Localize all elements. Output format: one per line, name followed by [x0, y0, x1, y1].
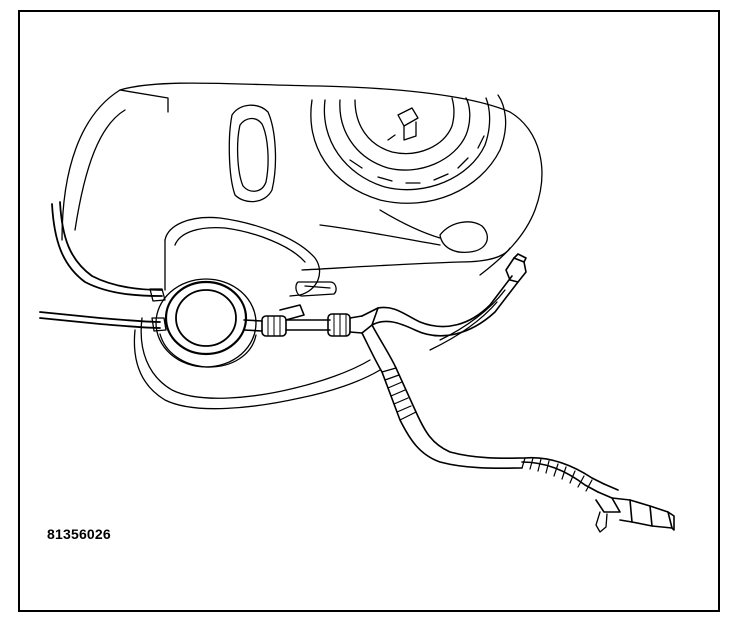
- primary-fuel-line: [243, 304, 363, 337]
- fuel-sender-cap: [155, 278, 257, 368]
- fuel-pump-module: [301, 94, 511, 271]
- wiring-harness: [39, 201, 167, 332]
- fill-hose: [361, 324, 675, 533]
- vent-line: [361, 253, 527, 337]
- tank-recess-panels: [164, 104, 337, 297]
- figure-id-label: 81356026: [47, 526, 111, 542]
- tank-outline: [61, 82, 543, 410]
